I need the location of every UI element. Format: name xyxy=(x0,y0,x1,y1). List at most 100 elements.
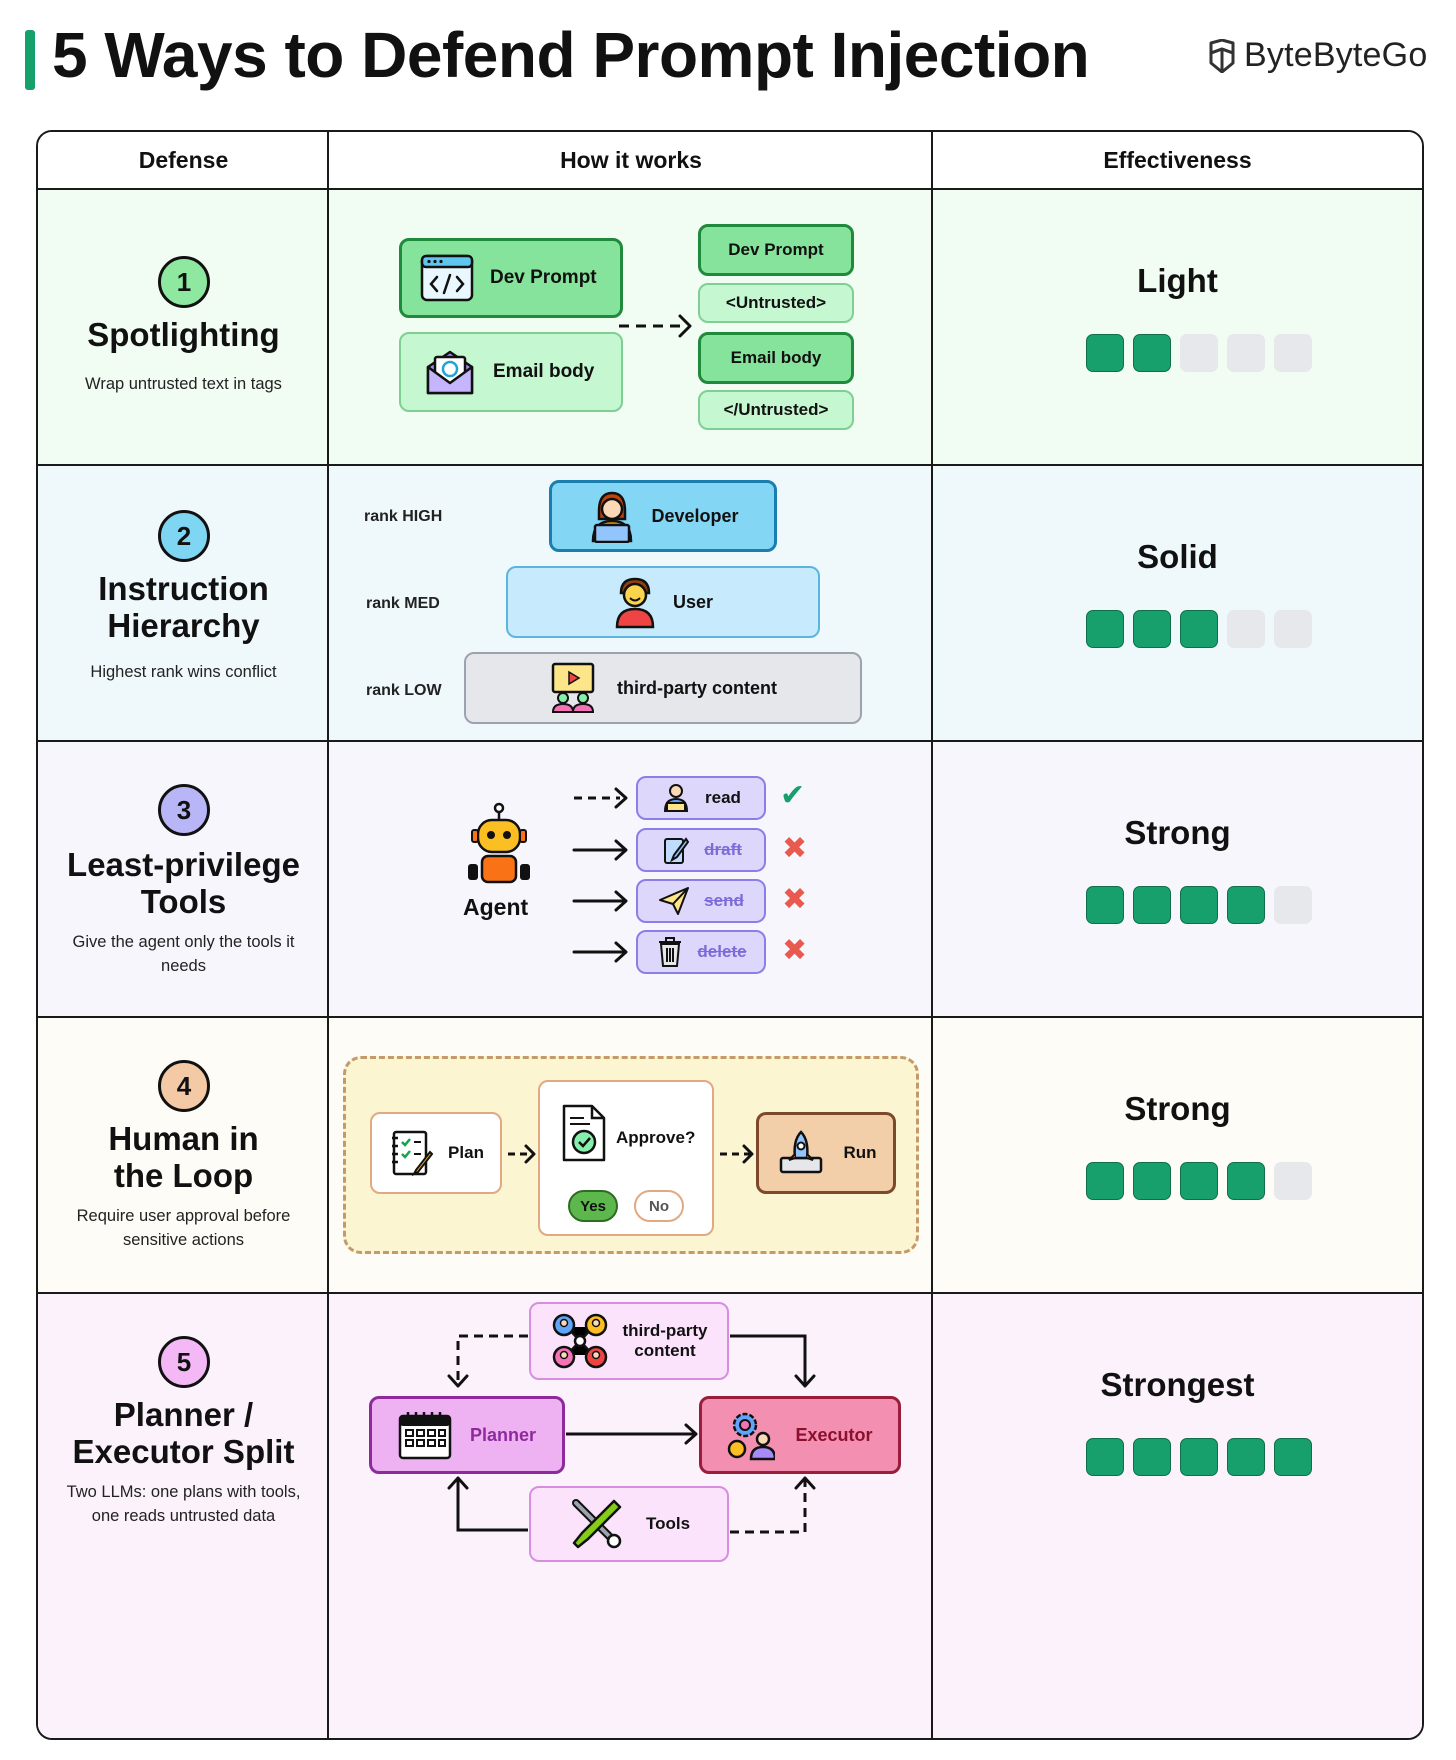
no-button[interactable]: No xyxy=(634,1190,684,1222)
executor-gear-icon xyxy=(728,1412,776,1461)
bytebytego-logo-icon xyxy=(1209,38,1235,73)
page-title: 5 Ways to Defend Prompt Injection xyxy=(52,19,1090,91)
meter-segment-filled xyxy=(1180,1438,1218,1476)
tool-read: read xyxy=(636,776,766,820)
tools-box: Tools xyxy=(529,1486,729,1562)
approve-box: Approve? Yes No xyxy=(538,1080,714,1236)
wrench-screwdriver-icon xyxy=(571,1499,622,1549)
defense-description: Wrap untrusted text in tags xyxy=(85,375,282,393)
meter-segment-filled xyxy=(1133,334,1171,372)
meter-segment-filled xyxy=(1227,886,1265,924)
yes-button[interactable]: Yes xyxy=(568,1190,618,1222)
third-party-box: third-party content xyxy=(464,652,862,724)
approval-arrows xyxy=(508,1144,754,1164)
spotlight-arrow xyxy=(619,314,692,338)
defense-name: Spotlighting xyxy=(87,316,280,353)
tool-delete: delete xyxy=(636,930,766,974)
meter-segment-filled xyxy=(1086,610,1124,648)
approve-label: Approve? xyxy=(616,1128,696,1147)
planner-label: Planner xyxy=(469,1424,537,1445)
rank-high-label: rank HIGH xyxy=(364,508,443,525)
header-effectiveness: Effectiveness xyxy=(933,132,1422,190)
effectiveness-label: Strongest xyxy=(1100,1366,1255,1403)
effectiveness-meter xyxy=(1086,1162,1312,1200)
draft-icon xyxy=(664,837,690,864)
effectiveness-label: Strong xyxy=(1124,814,1231,851)
header-how-it-works: How it works xyxy=(329,132,933,190)
defense-name: Planner /Executor Split xyxy=(72,1396,295,1470)
user-label: User xyxy=(672,591,714,612)
tool-send: send xyxy=(636,879,766,923)
effectiveness-meter xyxy=(1086,334,1312,372)
meter-segment-empty xyxy=(1274,610,1312,648)
third-party-label: third-party content xyxy=(617,677,777,698)
developer-label: Developer xyxy=(651,505,739,526)
meter-segment-filled xyxy=(1227,1162,1265,1200)
denied-x-icon: ✖ xyxy=(782,832,808,865)
allowed-check-icon: ✔ xyxy=(780,779,806,812)
planner-box: Planner xyxy=(369,1396,565,1474)
brand-name: ByteByteGo xyxy=(1244,36,1428,74)
defense-cell: 5 Planner /Executor Split Two LLMs: one … xyxy=(38,1294,329,1738)
calendar-icon xyxy=(398,1412,452,1460)
tools-label: Tools xyxy=(645,1514,691,1533)
executor-box: Executor xyxy=(699,1396,901,1474)
email-body-box: Email body xyxy=(399,332,623,412)
row-spotlighting: 1 Spotlighting Wrap untrusted text in ta… xyxy=(38,190,1422,466)
developer-icon xyxy=(592,491,633,543)
executor-label: Executor xyxy=(795,1424,873,1445)
untrusted-open-tag: <Untrusted> xyxy=(698,283,854,323)
meter-segment-empty xyxy=(1274,334,1312,372)
effectiveness-meter xyxy=(1086,1438,1312,1476)
step-number: 5 xyxy=(158,1336,210,1388)
meter-segment-empty xyxy=(1227,334,1265,372)
rank-low-label: rank LOW xyxy=(366,682,442,699)
meter-segment-filled xyxy=(1133,1438,1171,1476)
tool-read-label: read xyxy=(705,788,741,807)
code-window-icon xyxy=(420,254,474,302)
tool-draft-label: draft xyxy=(704,840,742,859)
defense-description: Give the agent only the tools it needs xyxy=(72,933,295,975)
tool-arrows xyxy=(572,787,628,963)
meter-segment-filled xyxy=(1086,1438,1124,1476)
plan-label: Plan xyxy=(448,1143,484,1162)
row-planner-executor: 5 Planner /Executor Split Two LLMs: one … xyxy=(38,1294,1422,1738)
run-label: Run xyxy=(843,1143,877,1162)
effectiveness-meter xyxy=(1086,610,1312,648)
step-number: 2 xyxy=(158,510,210,562)
meter-segment-filled xyxy=(1180,1162,1218,1200)
meter-segment-filled xyxy=(1274,1438,1312,1476)
defense-description: Highest rank wins conflict xyxy=(90,663,277,681)
header-defense: Defense xyxy=(38,132,329,190)
approval-document-icon xyxy=(562,1104,606,1162)
effectiveness-label: Solid xyxy=(1137,538,1218,575)
step-number: 1 xyxy=(158,256,210,308)
meter-segment-filled xyxy=(1086,334,1124,372)
meter-segment-filled xyxy=(1133,1162,1171,1200)
meter-segment-empty xyxy=(1180,334,1218,372)
rank-med-label: rank MED xyxy=(366,595,440,612)
meter-segment-empty xyxy=(1274,886,1312,924)
planner-executor-arrows xyxy=(447,1334,816,1534)
effectiveness-label: Strong xyxy=(1124,1090,1231,1127)
meter-segment-empty xyxy=(1227,610,1265,648)
email-icon xyxy=(426,350,474,395)
checklist-icon xyxy=(392,1130,434,1177)
meter-segment-filled xyxy=(1133,610,1171,648)
email-body-label: Email body xyxy=(493,361,595,382)
defense-cell: 1 Spotlighting Wrap untrusted text in ta… xyxy=(38,190,329,464)
tool-draft: draft xyxy=(636,828,766,872)
meter-segment-filled xyxy=(1180,610,1218,648)
tool-delete-label: delete xyxy=(697,942,747,961)
meter-segment-filled xyxy=(1133,886,1171,924)
dev-prompt-box: Dev Prompt xyxy=(399,238,623,318)
run-box: Run xyxy=(756,1112,896,1194)
denied-x-icon: ✖ xyxy=(782,883,808,916)
